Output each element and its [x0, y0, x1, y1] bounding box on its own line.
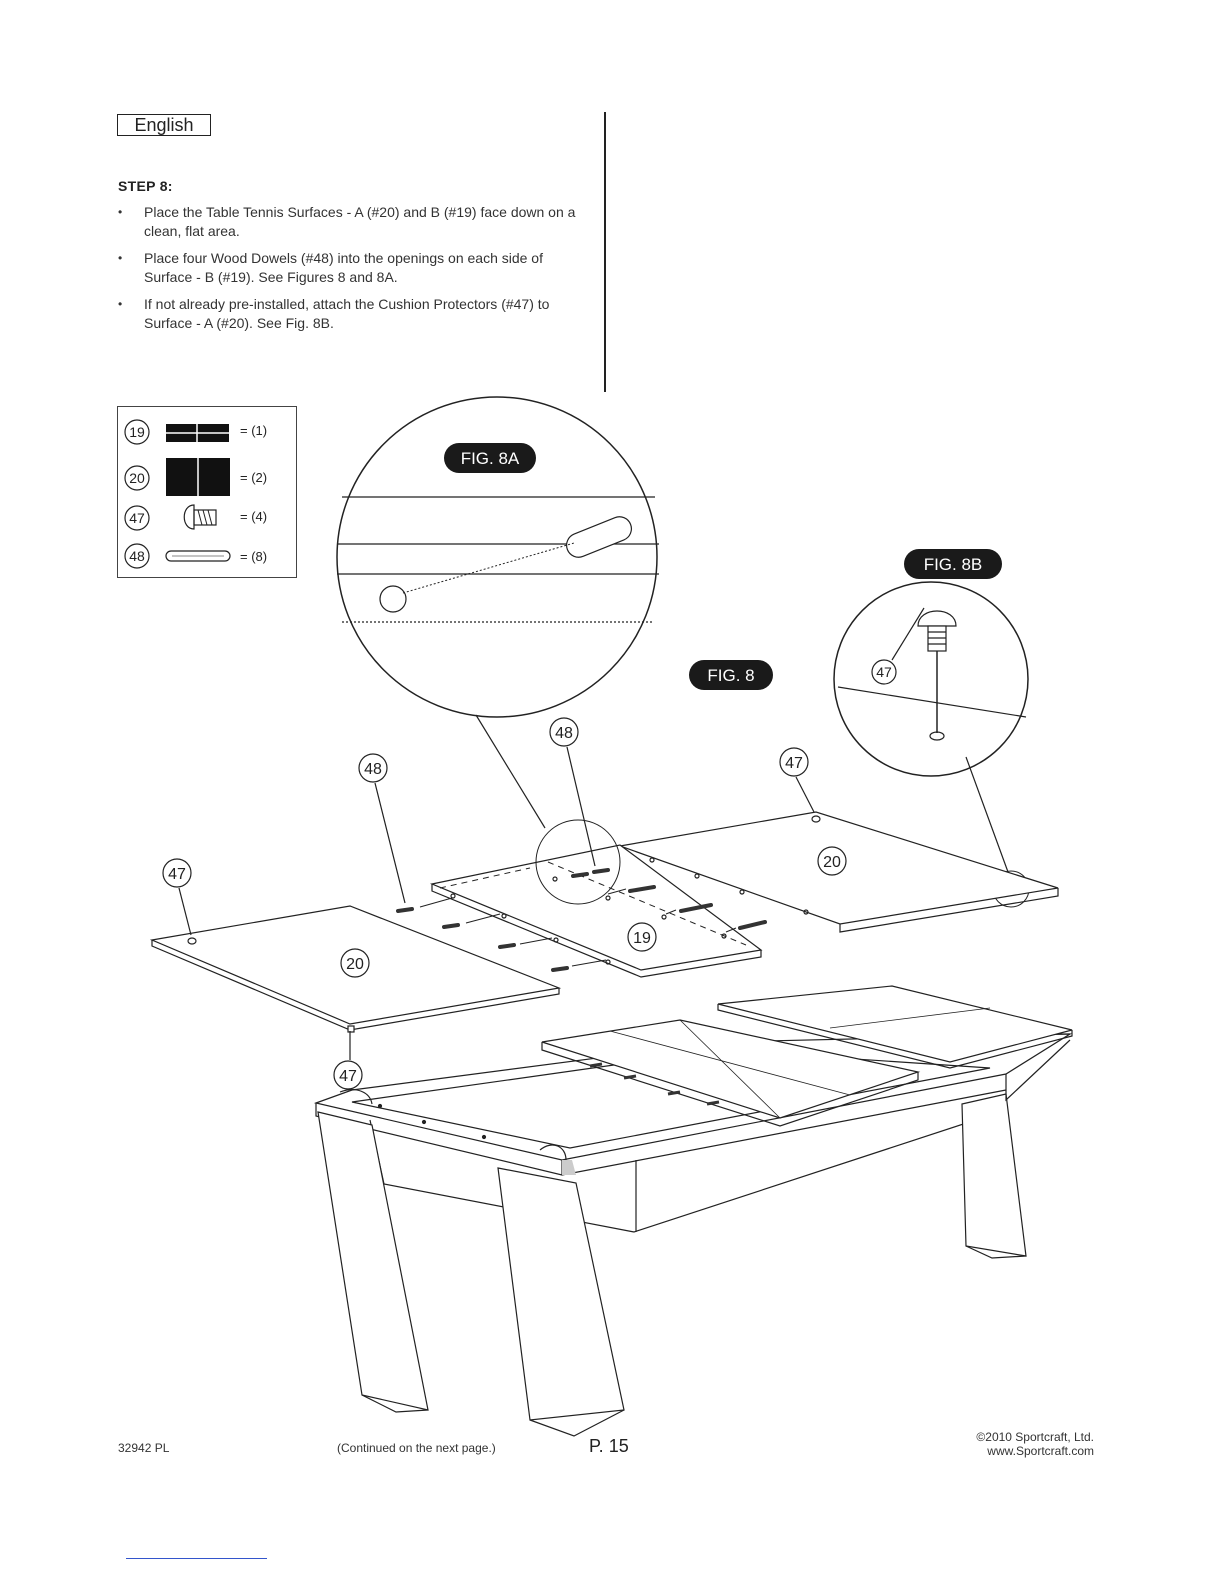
part-47-number: 47: [129, 510, 145, 526]
parts-icons: 19 20 47 48: [124, 419, 231, 569]
fig-8a-label: FIG. 8A: [461, 449, 520, 468]
callout-19: 19: [633, 930, 651, 947]
copyright-block: ©2010 Sportcraft, Ltd. www.Sportcraft.co…: [976, 1430, 1094, 1458]
parts-list: 19 20 47 48 = (1) = (2) = (4) = (8): [117, 406, 297, 578]
callout-48-top: 48: [555, 725, 573, 742]
instruction-item: Place four Wood Dowels (#48) into the op…: [118, 249, 594, 287]
fig-8-badge: FIG. 8: [689, 660, 773, 690]
callout-20-right: 20: [823, 854, 841, 871]
part-19-qty: = (1): [240, 423, 268, 438]
dowels: [396, 868, 767, 972]
fig-8b-detail: 47 FIG. 8B: [833, 549, 1030, 908]
fig-8-label: FIG. 8: [707, 666, 754, 685]
callout-47-fig8b: 47: [876, 664, 892, 680]
fig-8a-detail: FIG. 8A: [336, 396, 659, 829]
language-label: English: [117, 114, 211, 136]
step-title: STEP 8:: [118, 178, 173, 194]
footer-link-underline: [126, 1558, 267, 1559]
callout-47-left: 47: [168, 866, 186, 883]
callout-47-bottom: 47: [339, 1068, 357, 1085]
website-text: www.Sportcraft.com: [987, 1444, 1094, 1458]
document-code: 32942 PL: [118, 1441, 170, 1455]
part-20-number: 20: [129, 470, 145, 486]
part-47-qty: = (4): [240, 509, 268, 524]
instruction-item: If not already pre-installed, attach the…: [118, 295, 594, 333]
callouts: 48 48 47 47 20 20 19 47: [162, 717, 847, 1090]
step-instructions: Place the Table Tennis Surfaces - A (#20…: [118, 203, 594, 341]
fig-8b-label: FIG. 8B: [924, 555, 983, 574]
pool-table: [313, 985, 1073, 1437]
part-48-number: 48: [129, 548, 145, 564]
surface-a-left: [149, 905, 562, 1033]
copyright-text: ©2010 Sportcraft, Ltd.: [976, 1430, 1094, 1444]
callout-48-left: 48: [364, 761, 382, 778]
callout-47-right: 47: [785, 755, 803, 772]
part-19-number: 19: [129, 424, 145, 440]
instruction-item: Place the Table Tennis Surfaces - A (#20…: [118, 203, 594, 241]
continued-note: (Continued on the next page.): [337, 1441, 496, 1455]
page-number: P. 15: [589, 1436, 629, 1456]
part-20-qty: = (2): [240, 470, 268, 485]
column-divider: [604, 112, 606, 392]
callout-20-left: 20: [346, 956, 364, 973]
dowel-arrows: [419, 888, 737, 967]
part-48-qty: = (8): [240, 549, 268, 564]
